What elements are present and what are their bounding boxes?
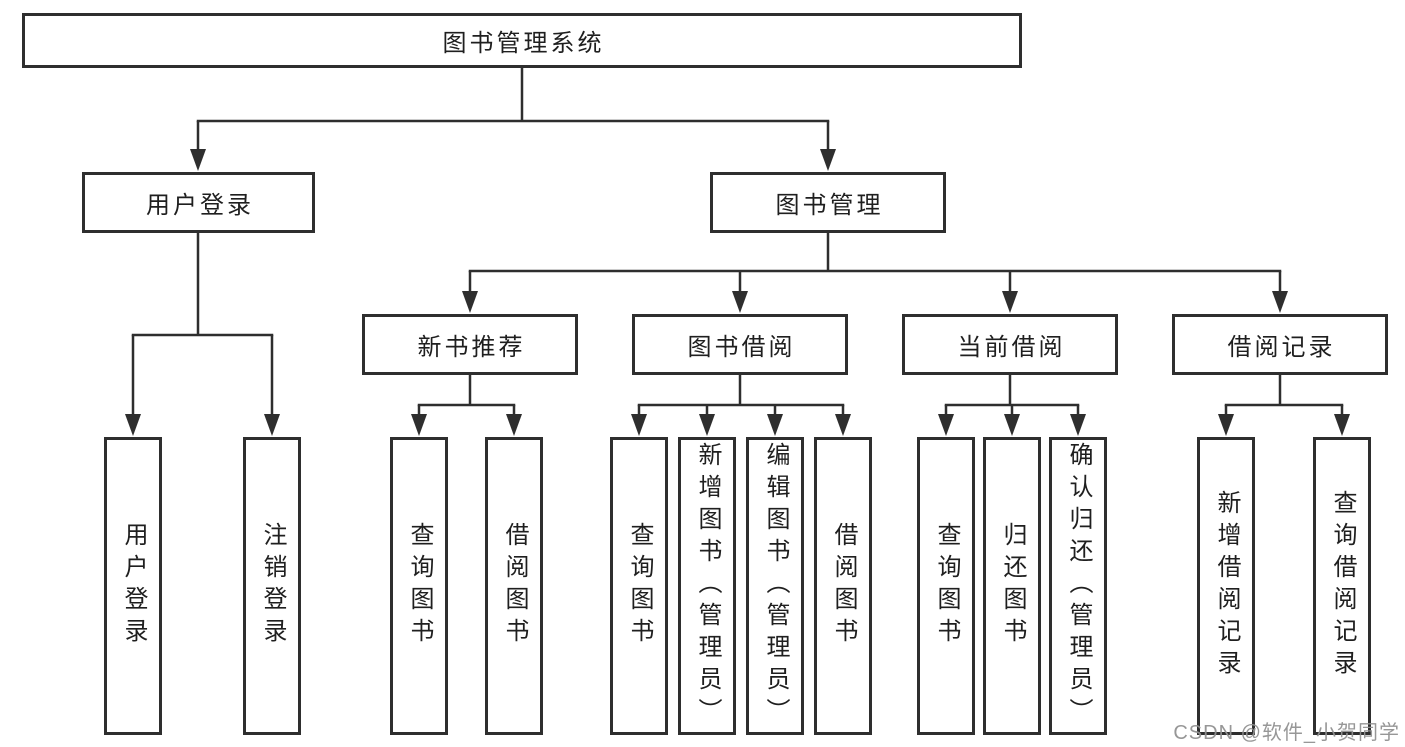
- leaf-add-books-admin: 新增图书（管理员）: [678, 437, 736, 735]
- leaf-confirm-return-admin: 确认归还（管理员）: [1049, 437, 1107, 735]
- leaf-user-login: 用户登录: [104, 437, 162, 735]
- leaf-query-books-borrowing: 查询图书: [610, 437, 668, 735]
- leaf-label: 用户登录: [120, 522, 147, 650]
- leaf-label: 编辑图书（管理员）: [762, 442, 789, 730]
- leaf-label: 借阅图书: [830, 522, 857, 650]
- leaf-label: 确认归还（管理员）: [1065, 442, 1092, 730]
- leaf-add-borrow-record: 新增借阅记录: [1197, 437, 1255, 735]
- node-new-book-recommendation: 新书推荐: [362, 314, 578, 375]
- leaf-borrow-books-recommend: 借阅图书: [485, 437, 543, 735]
- leaf-label: 归还图书: [999, 522, 1026, 650]
- leaf-label: 新增借阅记录: [1213, 490, 1240, 682]
- leaf-query-borrow-record: 查询借阅记录: [1313, 437, 1371, 735]
- node-borrowing-records: 借阅记录: [1172, 314, 1388, 375]
- leaf-label: 查询图书: [626, 522, 653, 650]
- leaf-borrow-books-borrowing: 借阅图书: [814, 437, 872, 735]
- leaf-label: 借阅图书: [501, 522, 528, 650]
- node-user-login: 用户登录: [82, 172, 315, 233]
- node-root: 图书管理系统: [22, 13, 1022, 68]
- node-current-borrowing: 当前借阅: [902, 314, 1118, 375]
- leaf-query-books-current: 查询图书: [917, 437, 975, 735]
- watermark: CSDN @软件_小贺同学: [1173, 722, 1400, 744]
- leaf-label: 查询图书: [933, 522, 960, 650]
- leaf-label: 查询借阅记录: [1329, 490, 1356, 682]
- node-book-management: 图书管理: [710, 172, 946, 233]
- leaf-label: 查询图书: [406, 522, 433, 650]
- leaf-edit-books-admin: 编辑图书（管理员）: [746, 437, 804, 735]
- leaf-return-books: 归还图书: [983, 437, 1041, 735]
- leaf-query-books-recommend: 查询图书: [390, 437, 448, 735]
- leaf-label: 新增图书（管理员）: [694, 442, 721, 730]
- leaf-label: 注销登录: [259, 522, 286, 650]
- node-book-borrowing: 图书借阅: [632, 314, 848, 375]
- leaf-logout: 注销登录: [243, 437, 301, 735]
